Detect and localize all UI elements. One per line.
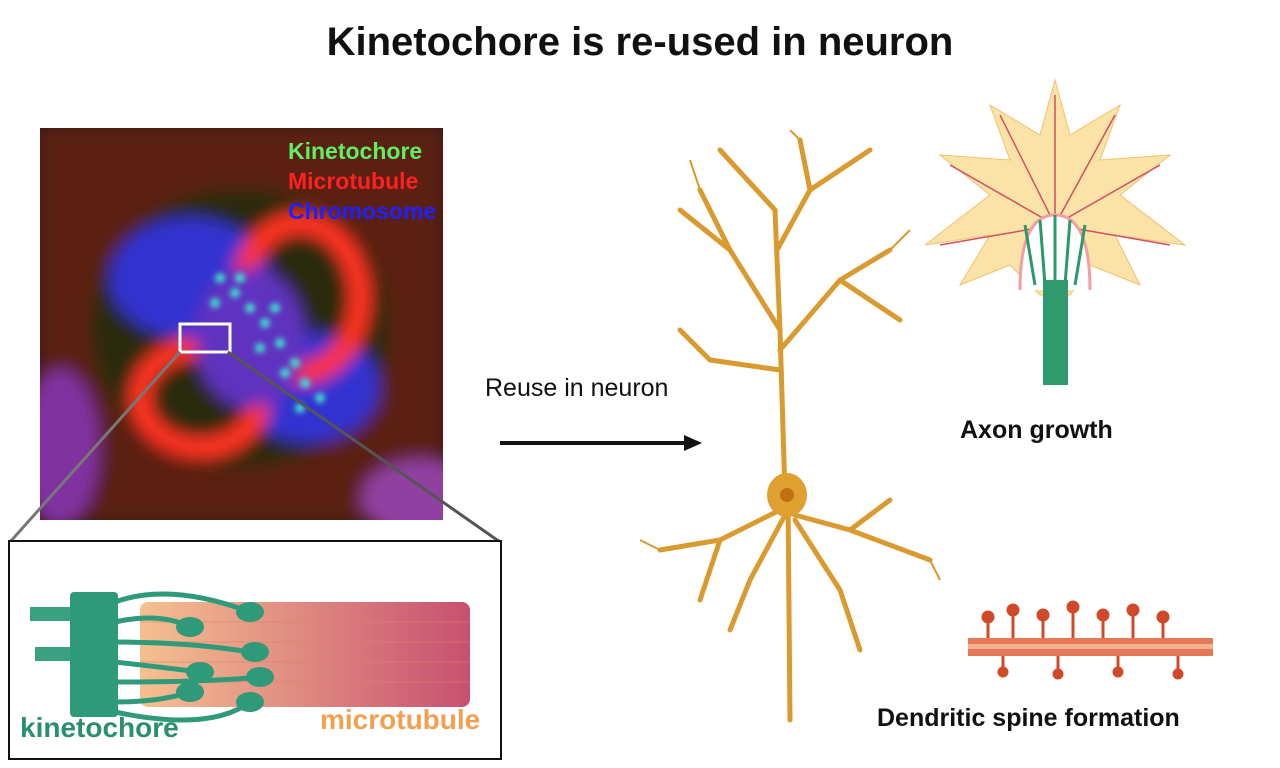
- legend-chromosome: Chromosome: [288, 198, 437, 224]
- zoom-lines: [8, 350, 501, 544]
- arrow-label: Reuse in neuron: [485, 374, 669, 402]
- neuron-illustration: [640, 130, 941, 723]
- micrograph-image: [20, 128, 480, 538]
- microtubule-label: microtubule: [320, 704, 481, 735]
- dendritic-spine-illustration: [968, 600, 1213, 680]
- fluorescence-micrograph: Kinetochore Microtubule Chromosome: [20, 128, 480, 538]
- legend-kinetochore: Kinetochore: [288, 138, 423, 164]
- right-arrow-icon: [500, 435, 702, 451]
- kinetochore-label: kinetochore: [20, 712, 179, 743]
- axon-growth-label: Axon growth: [960, 416, 1113, 444]
- legend-microtubule: Microtubule: [288, 168, 419, 194]
- growth-cone-illustration: [924, 78, 1187, 385]
- kinetochore-illustration: [30, 591, 470, 723]
- dendritic-spine-label: Dendritic spine formation: [877, 704, 1180, 732]
- figure-title: Kinetochore is re-used in neuron: [326, 20, 954, 64]
- kinetochore-microtubule-inset: kinetochore microtubule: [8, 540, 502, 760]
